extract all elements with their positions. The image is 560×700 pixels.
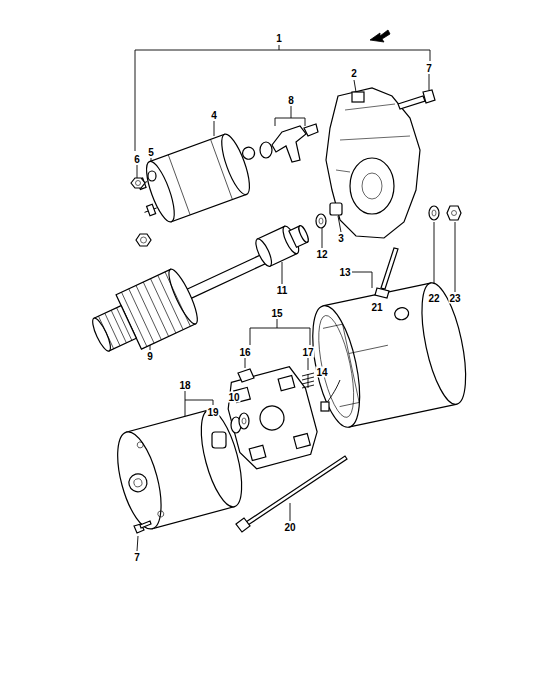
brush-and-spring <box>238 369 314 388</box>
callout-number: 18 <box>178 380 191 391</box>
through-bolt <box>375 248 398 298</box>
callout-number: 22 <box>427 293 440 304</box>
callout-number: 10 <box>227 392 240 403</box>
front-arrow-icon <box>370 30 390 42</box>
commutator-end-frame <box>109 406 250 533</box>
callout-number: 5 <box>147 147 155 158</box>
overrunning-clutch <box>253 219 313 268</box>
callout-number: 11 <box>276 285 289 296</box>
callout-number: 21 <box>370 302 383 313</box>
callout-number: 1 <box>275 33 283 44</box>
callout-number: 2 <box>350 68 358 79</box>
drive-lever <box>260 124 318 162</box>
callout-number: 15 <box>270 308 283 319</box>
callout-number: 7 <box>425 63 433 74</box>
callout-number: 16 <box>238 347 251 358</box>
yoke <box>304 279 475 431</box>
drive-housing <box>326 88 420 238</box>
callout-number: 19 <box>206 407 219 418</box>
screw <box>134 521 151 533</box>
bushing-and-washers <box>212 413 249 448</box>
magnetic-switch <box>129 127 267 230</box>
callout-number: 12 <box>315 249 328 260</box>
callout-number: 9 <box>146 351 154 362</box>
callout-number: 6 <box>133 154 141 165</box>
bolt <box>398 90 435 109</box>
brush-lead <box>321 380 340 411</box>
callout-number: 4 <box>210 110 218 121</box>
callout-number: 3 <box>337 233 345 244</box>
callout-number: 20 <box>283 522 296 533</box>
callout-number: 13 <box>338 267 351 278</box>
callout-number: 8 <box>287 95 295 106</box>
small-parts <box>316 203 461 228</box>
long-through-bolt <box>236 456 347 532</box>
terminal-nuts <box>131 171 156 246</box>
armature <box>84 229 282 364</box>
callout-number: 14 <box>315 367 328 378</box>
callout-number: 17 <box>301 347 314 358</box>
callout-number: 7 <box>133 552 141 563</box>
callout-number: 23 <box>448 293 461 304</box>
